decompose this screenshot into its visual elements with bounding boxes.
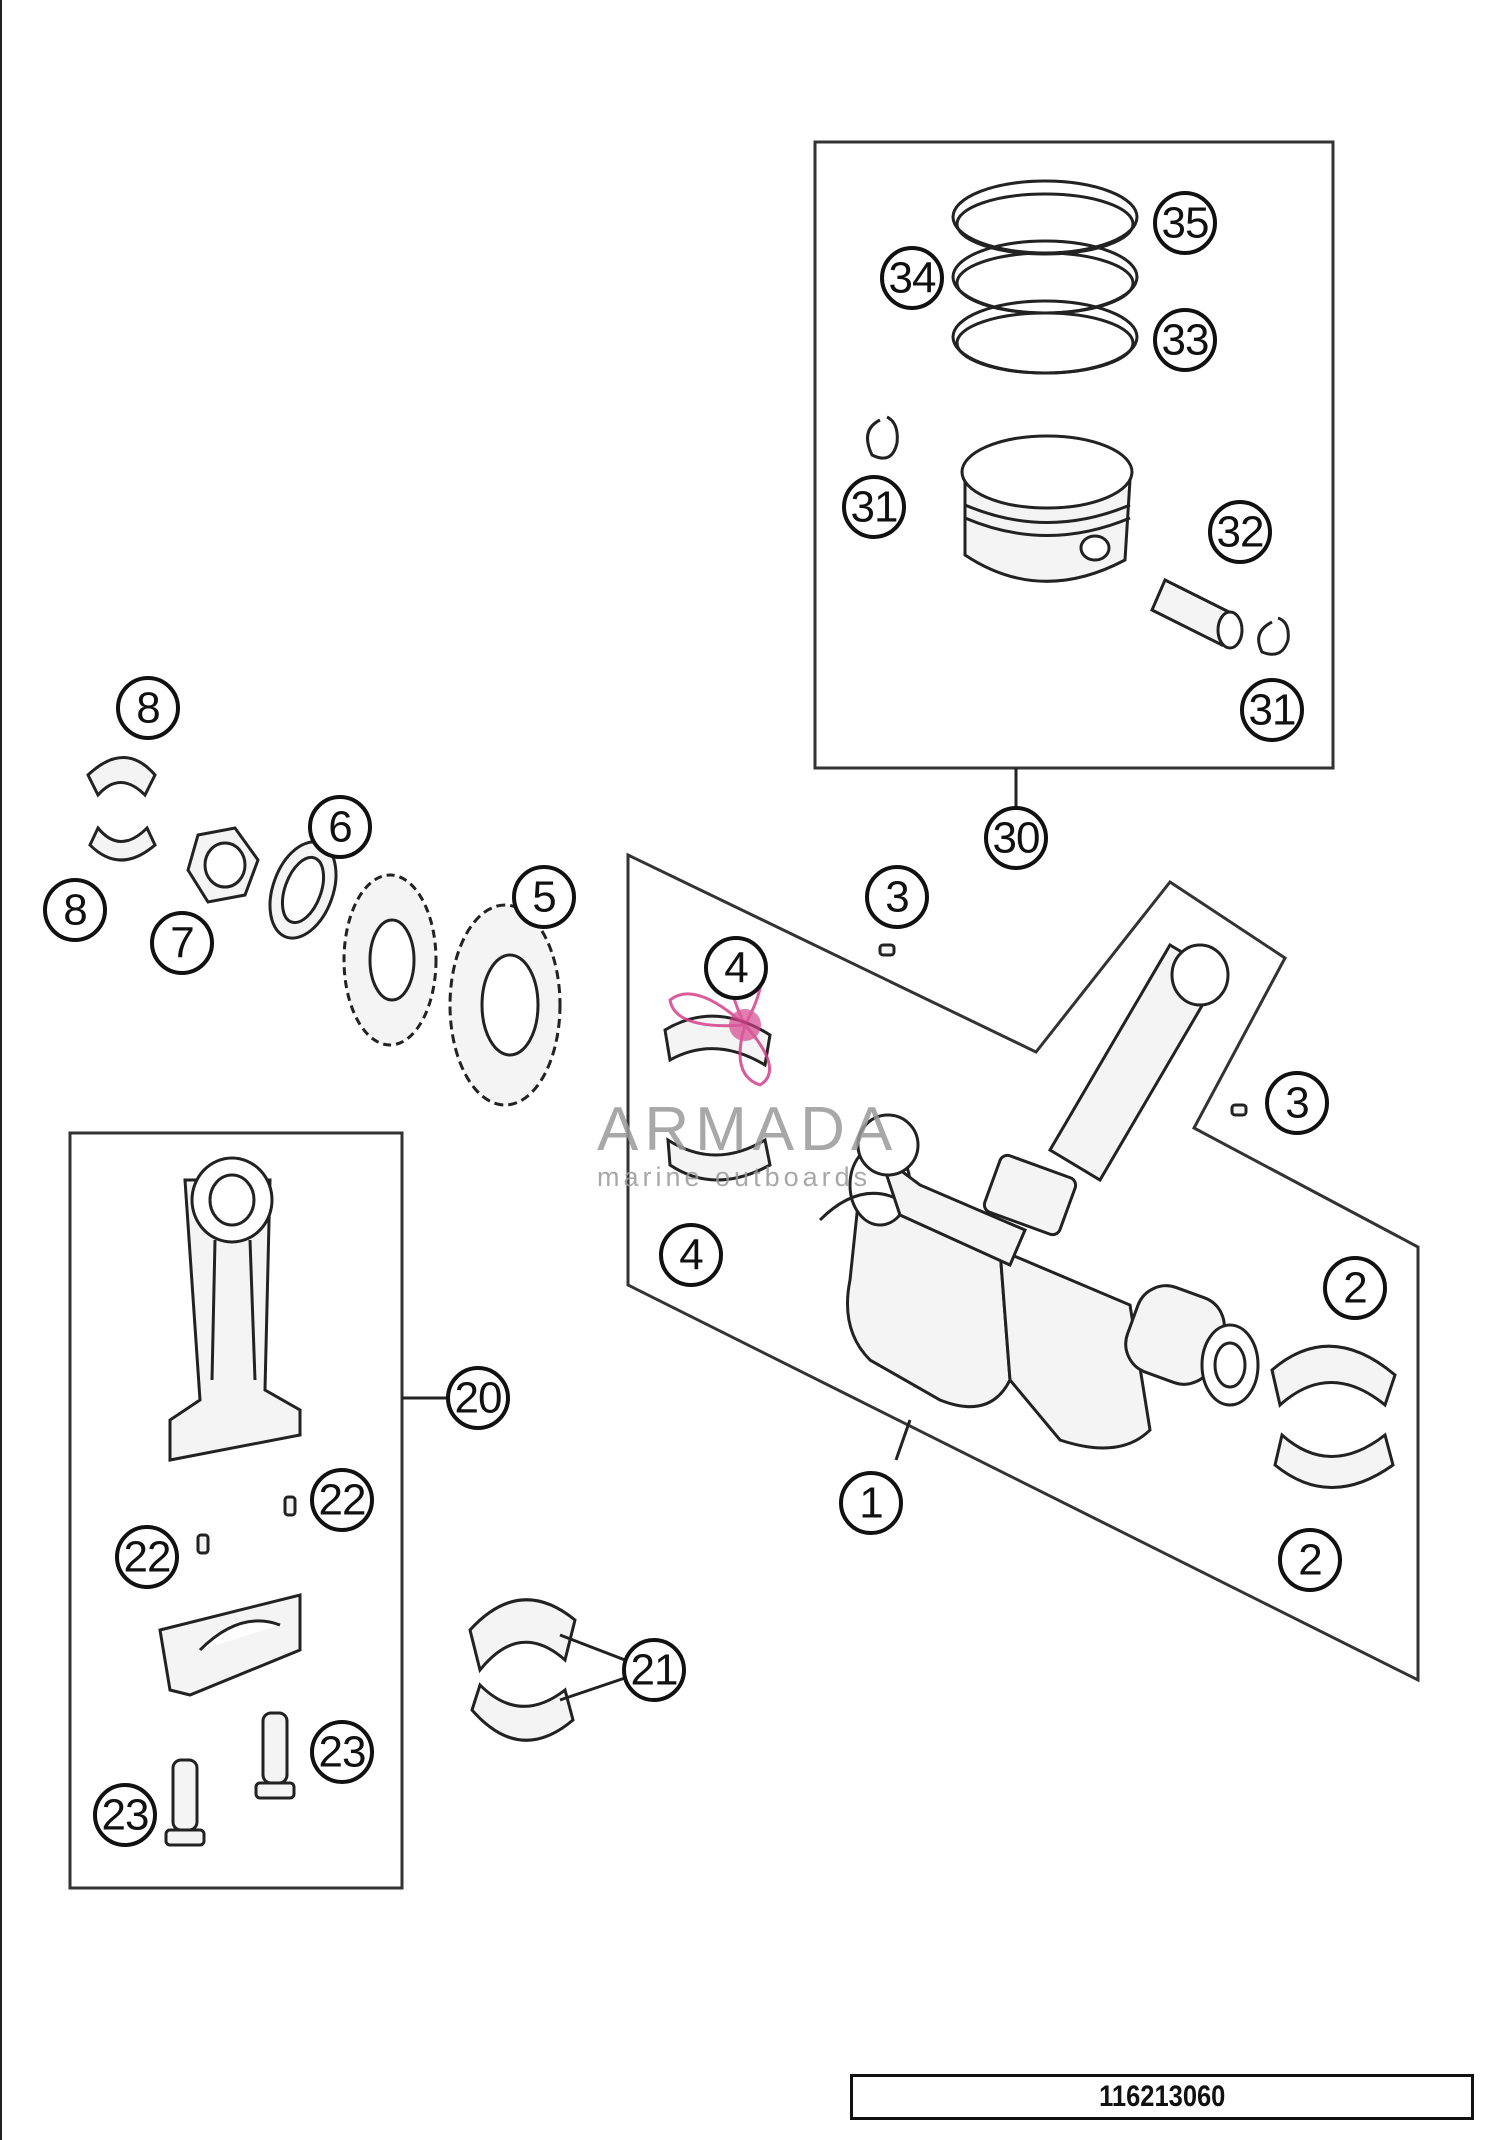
piston-pin: [1150, 577, 1244, 650]
callout-2-bottom: 2: [1278, 1528, 1342, 1592]
circlip-top: [866, 415, 899, 460]
svg-text:35: 35: [1162, 199, 1209, 248]
svg-text:6: 6: [328, 803, 351, 852]
callout-6: 6: [308, 795, 372, 859]
svg-text:8: 8: [63, 886, 86, 935]
page-border: [0, 0, 2, 2140]
svg-text:3: 3: [885, 873, 908, 922]
svg-text:2: 2: [1343, 1264, 1366, 1313]
bearing-shells-8: [86, 756, 157, 862]
rod-cap: [158, 1593, 302, 1697]
callout-1: 1: [839, 1471, 903, 1535]
watermark: ARMADA marine outboards: [597, 953, 898, 1192]
callout-30: 30: [984, 806, 1048, 870]
callout-21: 21: [622, 1638, 686, 1702]
connecting-rod: [168, 1156, 302, 1462]
part-number-box: 116213060: [850, 2074, 1474, 2120]
svg-text:22: 22: [319, 1476, 366, 1525]
piston: [960, 434, 1134, 583]
svg-text:5: 5: [532, 873, 555, 922]
callout-3-top: 3: [865, 865, 929, 929]
callout-8-top: 8: [116, 676, 180, 740]
svg-text:8: 8: [136, 684, 159, 733]
hex-nut: [186, 826, 260, 904]
svg-text:1: 1: [859, 1479, 882, 1528]
callout-34: 34: [880, 246, 944, 310]
rod-bolt-right: [254, 1711, 296, 1800]
rod-dowel-right: [283, 1495, 297, 1517]
svg-text:34: 34: [889, 254, 936, 303]
svg-text:2: 2: [1298, 1536, 1321, 1585]
svg-text:33: 33: [1162, 316, 1209, 365]
callout-31-left: 31: [842, 475, 906, 539]
svg-text:30: 30: [993, 814, 1040, 863]
callout-33: 33: [1153, 308, 1217, 372]
piston-rings: [951, 179, 1139, 375]
rod-dowel-left: [196, 1533, 210, 1555]
callout-7: 7: [150, 911, 214, 975]
callout-23-right: 23: [310, 1720, 374, 1784]
callout-22-right: 22: [310, 1468, 374, 1532]
callout-31-right: 31: [1240, 678, 1304, 742]
callout-23-left: 23: [93, 1783, 157, 1847]
washer: [268, 840, 338, 940]
callout-32: 32: [1208, 500, 1272, 564]
piston-group-frame: [813, 140, 1335, 770]
crankshaft: [818, 1143, 1260, 1450]
svg-text:4: 4: [679, 1231, 703, 1280]
rod-bearing-leader-bottom: [559, 1676, 626, 1702]
callout-35: 35: [1153, 191, 1217, 255]
gear-small: [342, 873, 438, 1047]
watermark-tagline: marine outboards: [597, 1162, 871, 1192]
svg-text:23: 23: [319, 1728, 366, 1777]
svg-text:32: 32: [1217, 508, 1264, 557]
svg-text:7: 7: [170, 919, 193, 968]
callout-8-left: 8: [43, 878, 107, 942]
svg-text:3: 3: [1285, 1079, 1308, 1128]
dowel-pin-right: [1230, 1103, 1248, 1117]
callout-3-right: 3: [1265, 1071, 1329, 1135]
circlip-bottom: [1257, 616, 1290, 656]
rod-bolt-left: [164, 1758, 206, 1847]
main-bearing-shells-2: [1270, 1344, 1397, 1489]
callout-20: 20: [446, 1366, 510, 1430]
callout-4-top: 4: [704, 936, 768, 1000]
dowel-pin-top: [878, 943, 896, 957]
callout-4-bottom: 4: [659, 1223, 723, 1287]
svg-text:20: 20: [455, 1374, 502, 1423]
svg-text:22: 22: [124, 1533, 171, 1582]
callout-22-left: 22: [115, 1525, 179, 1589]
part-number: 116213060: [1098, 2080, 1226, 2113]
crank-connecting-rods: [856, 942, 1230, 1267]
callout-2-top: 2: [1323, 1256, 1387, 1320]
svg-text:31: 31: [1249, 686, 1296, 735]
svg-text:4: 4: [724, 944, 748, 993]
svg-text:31: 31: [851, 483, 898, 532]
crankshaft-leader: [894, 1419, 912, 1461]
connecting-rod-frame: [68, 1131, 404, 1890]
rod-bearing-shells-21: [468, 1598, 577, 1742]
rod-bearing-leader-top: [559, 1633, 626, 1662]
gear-large: [448, 903, 562, 1107]
svg-text:21: 21: [631, 1646, 678, 1695]
crankshaft-frame: [626, 852, 1420, 1683]
callout-5: 5: [512, 865, 576, 929]
svg-text:23: 23: [102, 1791, 149, 1840]
watermark-brand: ARMADA: [597, 1095, 898, 1164]
